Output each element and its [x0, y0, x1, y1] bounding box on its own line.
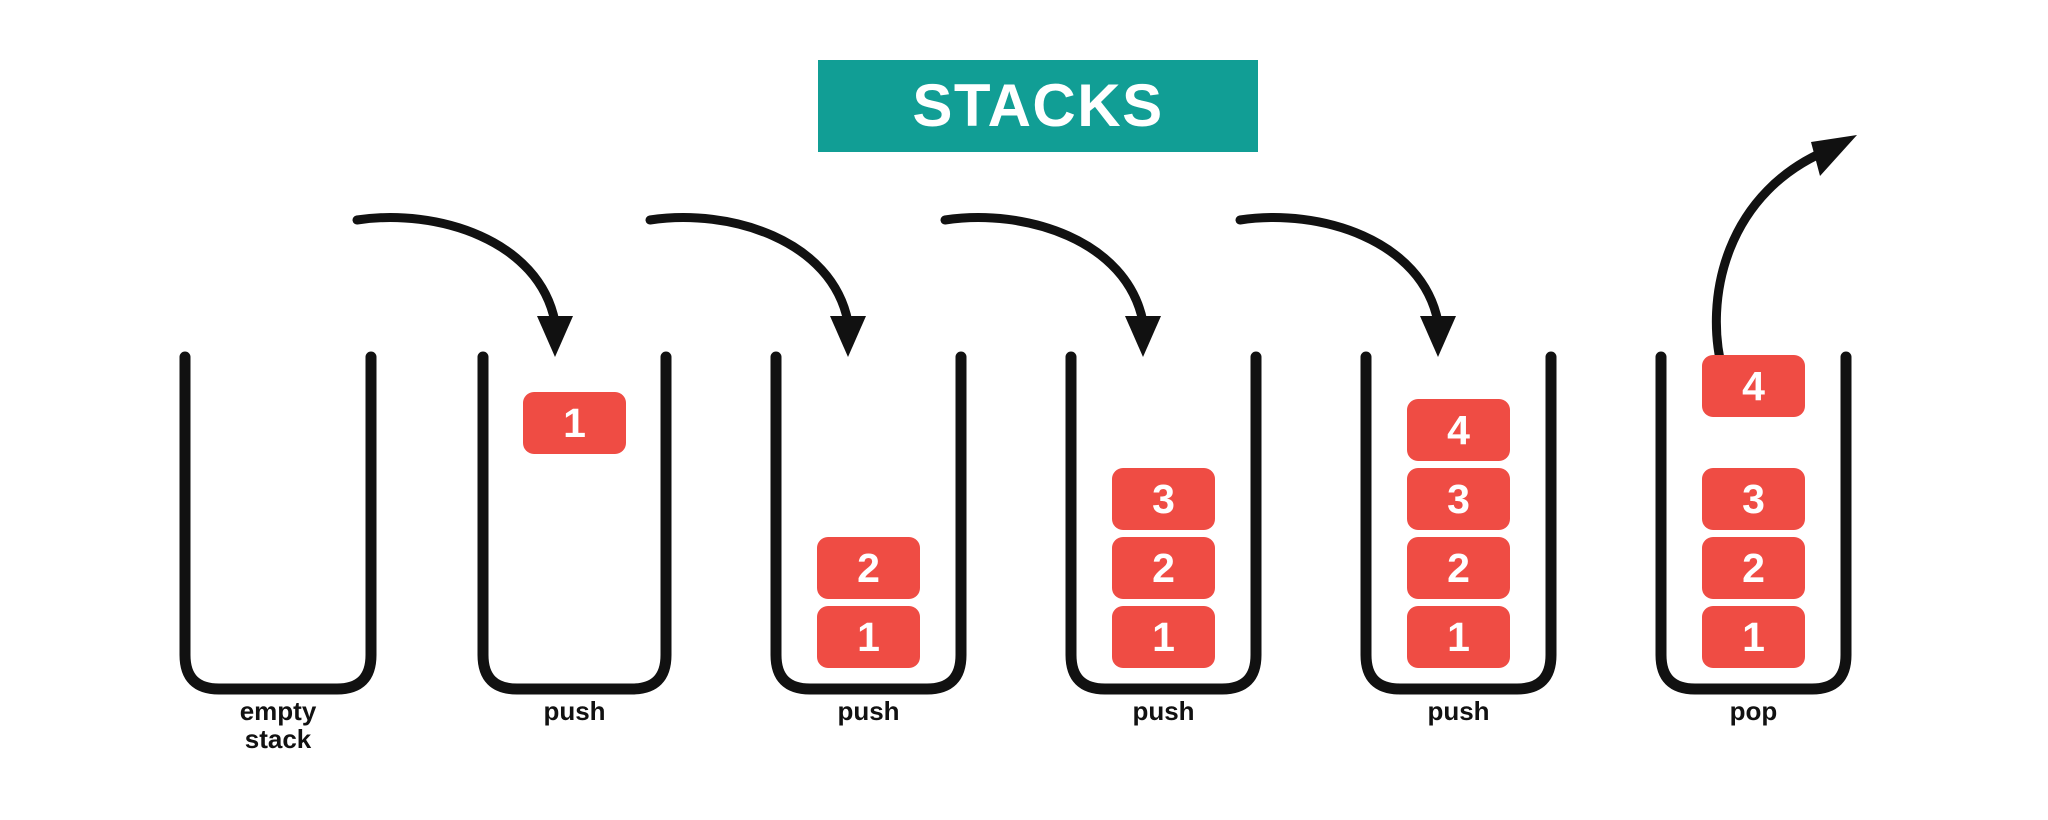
page-title: STACKS: [912, 72, 1164, 139]
push-arrow-icon: [1235, 213, 1456, 357]
stack-box-floating[interactable]: 1: [523, 392, 626, 454]
stack-step-6-pop: 1 2 3 4 pop: [1655, 0, 1857, 820]
stack-box[interactable]: 1: [1702, 606, 1805, 668]
stack-box-value: 3: [1742, 475, 1765, 522]
stack-box[interactable]: 3: [1112, 468, 1215, 530]
stack-box-popped[interactable]: 4: [1702, 355, 1805, 417]
stack-container-outline: [179, 351, 377, 695]
stack-box[interactable]: 3: [1407, 468, 1510, 530]
stack-step-5-push: 1 2 3 4 push: [1235, 0, 1557, 820]
stack-box[interactable]: 3: [1702, 468, 1805, 530]
title-banner: STACKS: [818, 60, 1258, 152]
stack-step-4-push: 1 2 3 push: [940, 0, 1262, 820]
stack-box-value: 3: [1152, 475, 1175, 522]
stack-box-value: 3: [1447, 475, 1470, 522]
stack-box[interactable]: 4: [1407, 399, 1510, 461]
stack-label-1: empty stack: [239, 696, 317, 755]
stack-box[interactable]: 1: [1407, 606, 1510, 668]
stack-box-value: 1: [1742, 613, 1765, 660]
stack-container-outline: [1065, 351, 1262, 695]
push-arrow-icon: [645, 213, 866, 357]
stack-box-value: 1: [563, 399, 586, 446]
stack-container-outline: [477, 351, 672, 695]
stack-box[interactable]: 2: [817, 537, 920, 599]
stack-box[interactable]: 1: [1112, 606, 1215, 668]
stack-step-2-push: 1 push: [352, 0, 672, 820]
stack-box-value: 4: [1742, 362, 1765, 409]
stack-box[interactable]: 2: [1112, 537, 1215, 599]
stack-container-outline: [1360, 351, 1557, 695]
stack-box-value: 1: [857, 613, 880, 660]
stack-label-6: pop: [1729, 696, 1778, 726]
stack-box-value: 1: [1152, 613, 1175, 660]
stack-step-1-empty: empty stack: [179, 0, 377, 820]
stack-boxes: 1: [477, 0, 672, 820]
stack-label-5: push: [1427, 696, 1490, 726]
stack-boxes: 1 2 3 4: [1655, 0, 1852, 820]
stack-box-value: 4: [1447, 406, 1470, 453]
stack-box-value: 2: [1742, 544, 1765, 591]
stack-box[interactable]: 1: [817, 606, 920, 668]
stack-boxes: 1 2 3: [1065, 0, 1262, 820]
stack-container-outline: [1655, 351, 1852, 695]
stack-label-4: push: [1132, 696, 1195, 726]
stack-container-outline: [770, 351, 967, 695]
stack-box-value: 2: [1152, 544, 1175, 591]
stack-box[interactable]: 2: [1702, 537, 1805, 599]
stack-box-value: 2: [857, 544, 880, 591]
push-arrow-icon: [940, 213, 1161, 357]
stack-box-value: 1: [1447, 613, 1470, 660]
stack-step-3-push: 1 2 push: [645, 0, 967, 820]
stack-boxes: 1 2: [770, 0, 967, 820]
stack-box-value: 2: [1447, 544, 1470, 591]
stack-label-3: push: [837, 696, 900, 726]
stack-label-2: push: [543, 696, 606, 726]
push-arrow-icon: [352, 213, 573, 357]
stack-box[interactable]: 2: [1407, 537, 1510, 599]
pop-arrow-icon: [1711, 135, 1857, 377]
stack-boxes: 1 2 3 4: [1360, 0, 1557, 820]
